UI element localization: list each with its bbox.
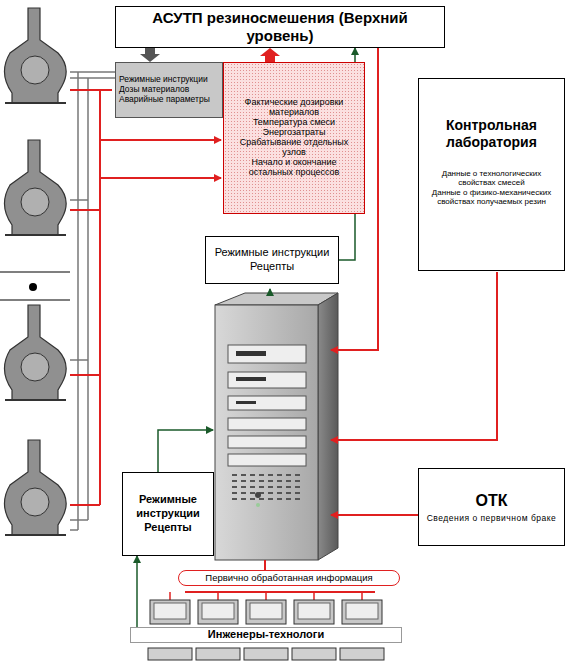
node-text: ОТК <box>476 491 508 510</box>
process-box: Режимные инструкцииДозы материаловАварий… <box>115 62 223 118</box>
node-text: Инженеры-технологи <box>208 628 324 641</box>
node-body: Данные о физико-механических свойствах п… <box>424 188 559 207</box>
node-body: Начало и окончание остальных процессов <box>228 158 360 178</box>
node-body: Энергозатраты <box>263 128 326 138</box>
connector <box>136 556 138 627</box>
node-text: Контрольная лаборатория <box>424 117 559 151</box>
node-body: Срабатывание отдельных узлов <box>228 138 360 158</box>
server <box>215 293 338 560</box>
node-text: Режимные инструкции <box>119 75 208 85</box>
node-text: Режимные инструкции Рецепты <box>127 493 209 534</box>
connector <box>140 48 160 62</box>
process-box: АСУТП резиносмешения (Верхний уровень) <box>115 6 445 48</box>
node-text: Фактические дозировки материалов <box>228 98 360 118</box>
process-box: Контрольная лабораторияДанные о технолог… <box>418 78 565 271</box>
process-box: Режимные инструкции Рецепты <box>205 236 339 284</box>
node-body: Данные о технологических свойствах смесе… <box>424 169 559 188</box>
process-box: Режимные инструкции Рецепты <box>122 472 214 556</box>
process-box: Фактические дозировки материаловТемперат… <box>223 62 365 214</box>
connector <box>260 48 280 62</box>
node-text: Первично обработанная информация <box>205 572 372 583</box>
node-text: АСУТП резиносмешения (Верхний уровень) <box>122 9 438 45</box>
node-text: Режимные инструкции Рецепты <box>212 246 332 274</box>
dot <box>29 283 37 291</box>
engineers-band: Инженеры-технологи <box>130 627 402 643</box>
process-box: ОТК Сведения о первичном браке <box>418 468 565 546</box>
node-body: Дозы материалов <box>119 85 189 95</box>
node-body: Сведения о первичном браке <box>427 513 557 523</box>
node-body: Температура смеси <box>253 118 335 128</box>
node-body: Аварийные параметры <box>119 95 210 105</box>
info-band: Первично обработанная информация <box>178 570 400 586</box>
